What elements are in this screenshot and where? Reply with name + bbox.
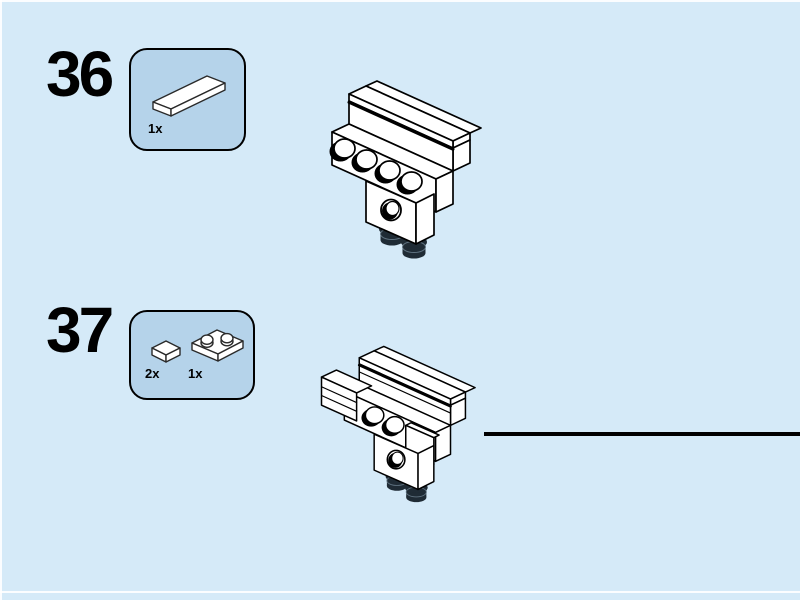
- step-36-parts-box: 1x: [129, 48, 246, 151]
- part-tile-1x4-icon: [152, 75, 226, 117]
- page-edge-highlight-top: [0, 0, 800, 2]
- part-quantity-label: 2x: [145, 366, 160, 381]
- part-plate-1x2-icon: [191, 329, 244, 362]
- side-stud-icon: [381, 415, 405, 437]
- side-stud-icon: [374, 160, 401, 184]
- pin-hole-icon: [380, 198, 402, 222]
- pin-hole-icon: [386, 449, 406, 470]
- part-tile-1x1-icon: [151, 340, 181, 363]
- step-36-number: 36: [46, 38, 114, 110]
- step-37-parts-box: 2x 1x: [129, 310, 255, 400]
- side-stud-icon: [351, 149, 378, 173]
- page-edge-highlight-bottom: [0, 591, 800, 593]
- side-stud-icon: [396, 171, 423, 195]
- step-37-number: 37: [46, 294, 114, 366]
- part-quantity-label: 1x: [148, 121, 163, 136]
- part-quantity-label: 1x: [188, 366, 203, 381]
- page-edge-highlight-left: [0, 0, 2, 600]
- step-divider-line: [484, 432, 800, 436]
- side-stud-icon: [361, 406, 385, 427]
- step-37-assembly-drawing: [320, 345, 476, 503]
- step-36-assembly-drawing: [329, 80, 482, 259]
- side-stud-icon: [329, 138, 356, 162]
